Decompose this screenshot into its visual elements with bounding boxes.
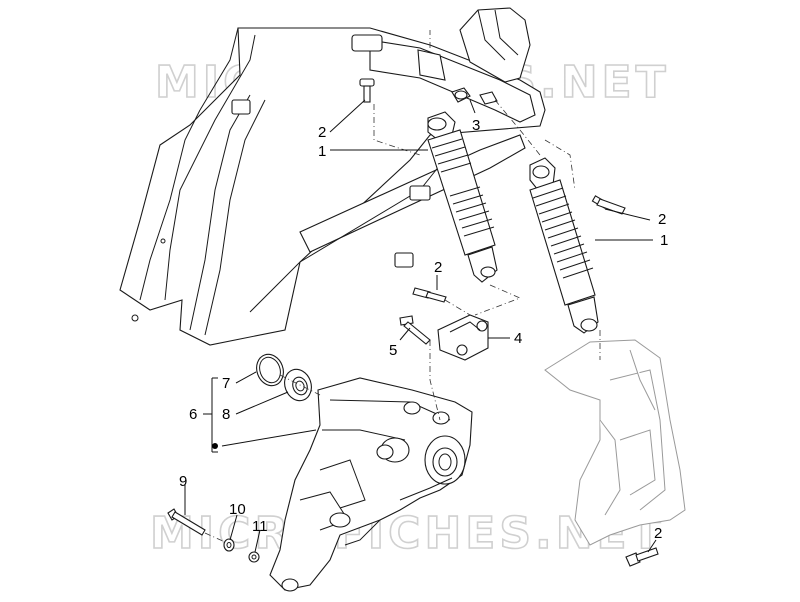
nut-three bbox=[451, 87, 498, 105]
callout-1-right: 1 bbox=[660, 232, 668, 249]
callout-3: 3 bbox=[472, 117, 480, 134]
bolt-right bbox=[591, 195, 626, 215]
solid-bullet-icon bbox=[212, 443, 218, 449]
nut-eleven bbox=[248, 551, 260, 563]
leader-lines bbox=[184, 99, 657, 553]
bolt-bottom bbox=[625, 547, 659, 567]
callout-9: 9 bbox=[179, 473, 187, 490]
bolt-top bbox=[359, 78, 375, 103]
bracket-four bbox=[437, 314, 489, 361]
callout-11: 11 bbox=[252, 518, 268, 535]
bolt-five bbox=[399, 315, 431, 345]
callout-2-right: 2 bbox=[658, 211, 666, 228]
callout-2-top: 2 bbox=[318, 124, 326, 141]
callout-labels: 2 1 3 2 1 2 4 5 7 6 8 9 10 11 2 bbox=[179, 117, 668, 542]
shock-absorber-right bbox=[529, 157, 599, 334]
circlip-seven bbox=[256, 353, 284, 387]
callout-5: 5 bbox=[389, 342, 397, 359]
screw-nine bbox=[167, 508, 206, 536]
callout-6: 6 bbox=[189, 406, 197, 423]
callout-8: 8 bbox=[222, 406, 230, 423]
bearing-eight bbox=[284, 368, 312, 402]
bolt-middle bbox=[412, 287, 447, 303]
mudguard bbox=[544, 339, 686, 546]
washer-ten bbox=[223, 538, 235, 552]
callout-2-middle: 2 bbox=[434, 259, 442, 276]
callout-7: 7 bbox=[222, 375, 230, 392]
callout-4: 4 bbox=[514, 330, 522, 347]
callout-10: 10 bbox=[229, 501, 246, 518]
callout-2-bottom: 2 bbox=[654, 525, 662, 542]
swingarm-bracket bbox=[269, 377, 473, 592]
rear-frame bbox=[119, 7, 546, 346]
shock-absorber-left bbox=[427, 111, 498, 283]
callout-1-top: 1 bbox=[318, 143, 326, 160]
